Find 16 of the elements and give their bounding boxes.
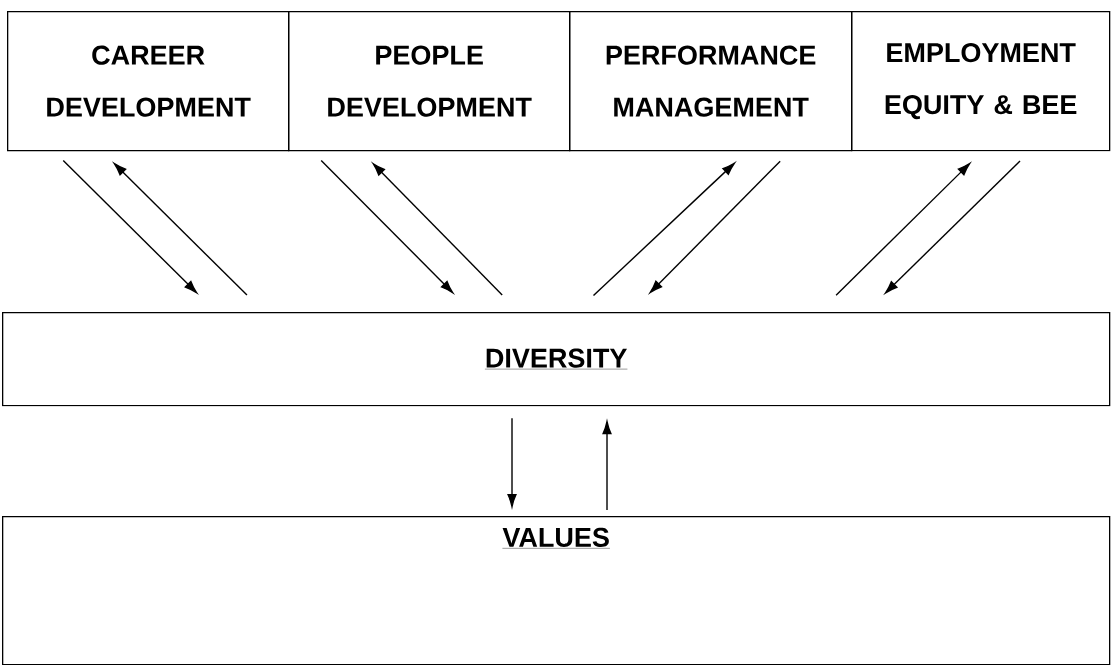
arrow <box>507 417 517 508</box>
arrow <box>372 163 503 296</box>
arrow <box>62 159 198 294</box>
arrow <box>113 162 248 296</box>
arrow <box>884 160 1021 294</box>
heading-box: EMPLOYMENT EQUITY & BEE <box>851 11 1111 152</box>
arrow <box>320 159 454 294</box>
heading-box: CAREER DEVELOPMENT <box>7 11 290 152</box>
arrow <box>602 421 612 511</box>
band-box: VALUES <box>2 516 1111 665</box>
band-box: DIVERSITY <box>2 312 1111 407</box>
arrow <box>592 162 735 297</box>
arrow <box>649 160 781 294</box>
arrow <box>835 162 971 296</box>
heading-box: PERFORMANCE MANAGEMENT <box>569 11 853 152</box>
heading-box: PEOPLE DEVELOPMENT <box>288 11 571 152</box>
